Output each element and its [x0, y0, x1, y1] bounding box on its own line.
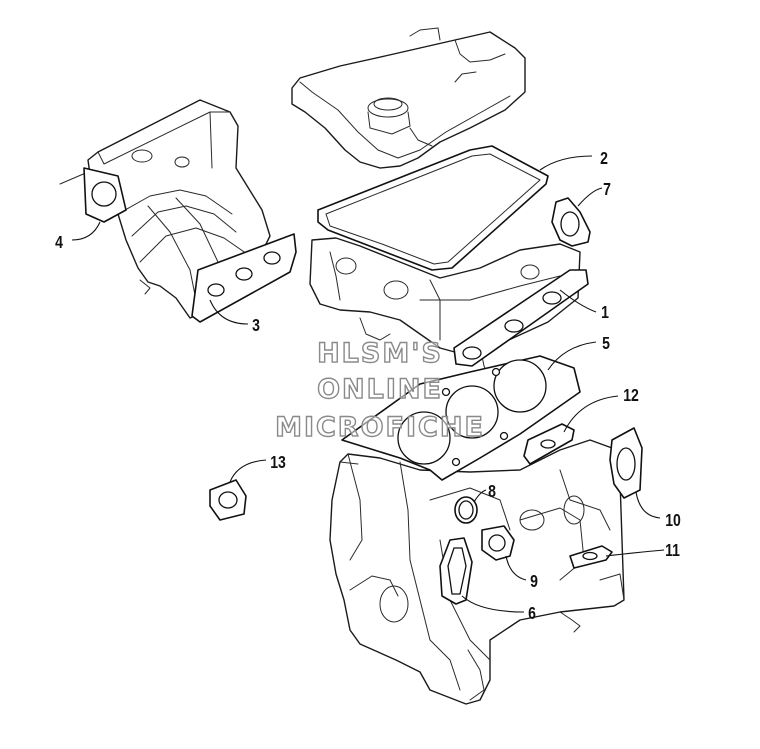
gasket-5-bolt-b — [491, 367, 501, 377]
leader-lines — [71, 155, 665, 613]
leader-9 — [505, 555, 527, 581]
callout-7: 7 — [603, 179, 611, 199]
leader-2 — [539, 155, 593, 171]
gasket-11-bore — [582, 551, 598, 561]
leader-3 — [209, 299, 249, 325]
watermark-line-2: ONLINE — [317, 374, 443, 405]
gasket-5-bolt-c — [451, 457, 461, 467]
callout-6: 6 — [528, 603, 536, 623]
gasket-1-port-b — [504, 319, 524, 333]
gasket-12-bore — [540, 439, 556, 449]
watermark-line-1: HLSM'S — [317, 338, 443, 369]
callout-8: 8 — [488, 481, 496, 501]
gasket-4-bore — [91, 181, 117, 207]
callout-12: 12 — [623, 385, 639, 405]
callout-13: 13 — [270, 452, 286, 472]
gasket-1-port-c — [542, 291, 562, 305]
gasket-3-port-b — [235, 267, 253, 281]
callout-9: 9 — [530, 571, 538, 591]
leader-10 — [635, 491, 661, 519]
leader-4 — [71, 221, 101, 241]
callout-2: 2 — [600, 148, 608, 168]
leader-13 — [229, 459, 267, 483]
gasket-5-bolt-a — [441, 387, 451, 397]
gasket-6-opening — [447, 547, 467, 595]
engine-block — [329, 439, 625, 705]
gasket-9-bore — [488, 534, 506, 552]
leader-12 — [563, 395, 619, 433]
leader-5 — [547, 341, 597, 371]
callout-3: 3 — [252, 315, 260, 335]
watermark: HLSM'S ONLINE MICROFICHE — [274, 337, 485, 443]
gasket-13-bore — [218, 491, 238, 509]
gasket-3-port-c — [263, 251, 281, 265]
gasket-3-port-a — [207, 283, 225, 297]
head-cover-gasket-2 — [317, 145, 549, 271]
gasket-10-bore — [616, 447, 636, 481]
gasket-5-bore-3 — [493, 359, 547, 413]
leader-7 — [577, 187, 603, 207]
gasket-5-bolt-d — [499, 431, 509, 441]
callout-1: 1 — [601, 302, 609, 322]
cylinder-head — [309, 237, 581, 381]
watermark-line-3: MICROFICHE — [275, 412, 485, 443]
gasket-1-port-a — [462, 346, 482, 360]
o-ring-8-inner — [458, 500, 474, 520]
leader-6 — [461, 595, 525, 613]
callout-10: 10 — [665, 510, 681, 530]
leader-8 — [473, 489, 487, 503]
callouts: 1 2 3 4 5 6 7 8 9 10 11 12 13 — [55, 148, 681, 623]
gasket-7-bore — [560, 211, 580, 237]
cylinder-head-cover — [291, 27, 526, 169]
gasket-5-bore-2 — [445, 385, 499, 439]
leader-1 — [559, 289, 597, 313]
leader-11 — [605, 549, 665, 557]
callout-4: 4 — [55, 232, 63, 252]
callout-11: 11 — [665, 540, 680, 560]
gasket-5-bore-1 — [397, 411, 451, 465]
callout-5: 5 — [602, 333, 610, 353]
head-cover-gasket-inner-2 — [325, 153, 541, 265]
